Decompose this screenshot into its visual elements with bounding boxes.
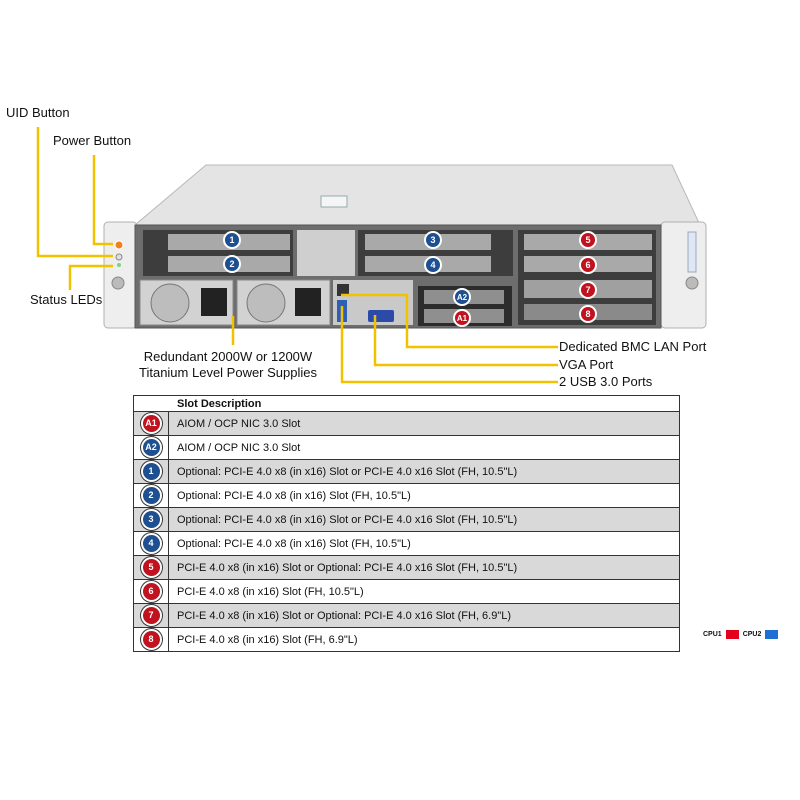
slot-badge-cell: 8	[133, 627, 169, 652]
uid-button-callout: UID Button	[6, 105, 70, 120]
callout-lines	[36, 127, 558, 384]
chassis-badge-label: 5	[585, 235, 590, 245]
slot-description: PCI-E 4.0 x8 (in x16) Slot (FH, 6.9"L)	[168, 627, 680, 652]
chassis-badge-label: A2	[457, 293, 468, 302]
slot-badge-cell: A1	[133, 411, 169, 436]
slot-description: PCI-E 4.0 x8 (in x16) Slot or Optional: …	[168, 603, 680, 628]
slot-badge-cell: 2	[133, 483, 169, 508]
right-rack-ear	[660, 221, 707, 329]
usb-callout: 2 USB 3.0 Ports	[559, 374, 653, 389]
chassis-badge-label: 7	[585, 285, 590, 295]
chassis-badge-label: 4	[430, 260, 435, 270]
slot-description: Optional: PCI-E 4.0 x8 (in x16) Slot or …	[168, 459, 680, 484]
slot-badge-icon: 4	[140, 533, 162, 554]
table-header: Slot Description	[133, 395, 680, 412]
table-row: A2 AIOM / OCP NIC 3.0 Slot	[133, 435, 680, 460]
slot-badge-icon: 7	[140, 605, 162, 626]
vent-center	[297, 230, 355, 276]
slot-badge-cell: 5	[133, 555, 169, 580]
slot-description: Optional: PCI-E 4.0 x8 (in x16) Slot or …	[168, 507, 680, 532]
chassis-badge-6-icon	[579, 256, 597, 274]
slot-badge-cell: 7	[133, 603, 169, 628]
slot-badge-cell: 6	[133, 579, 169, 604]
vga-port	[368, 310, 394, 322]
power-button-icon	[115, 253, 123, 261]
left-rack-ear	[103, 221, 138, 329]
table-row: 8 PCI-E 4.0 x8 (in x16) Slot (FH, 6.9"L)	[133, 627, 680, 652]
table-row: 1 Optional: PCI-E 4.0 x8 (in x16) Slot or…	[133, 459, 680, 484]
table-row: A1 AIOM / OCP NIC 3.0 Slot	[133, 411, 680, 436]
slot-badge-icon: 8	[140, 629, 162, 650]
chassis-badge-label: 6	[585, 260, 590, 270]
slot-badge-icon: 1	[140, 461, 162, 482]
slot-badge-icon: 6	[140, 581, 162, 602]
slot-badge-cell: A2	[133, 435, 169, 460]
chassis-badge-label: 1	[229, 235, 234, 245]
status-leds-callout: Status LEDs	[30, 292, 103, 307]
chassis-badges: 1 2 3 4 5 6 7 8A1 A2	[223, 231, 597, 327]
legend-cpu2-swatch	[765, 630, 779, 639]
slot-description: AIOM / OCP NIC 3.0 Slot	[168, 435, 680, 460]
chassis-badge-1-icon	[223, 231, 241, 249]
power-button-callout: Power Button	[53, 133, 132, 148]
table-row: 5 PCI-E 4.0 x8 (in x16) Slot or Optional:…	[133, 555, 680, 580]
status-led-icon	[117, 263, 121, 267]
slot-description: PCI-E 4.0 x8 (in x16) Slot or Optional: …	[168, 555, 680, 580]
chassis-badge-7-icon	[579, 281, 597, 299]
chassis-badge-label: 8	[585, 309, 590, 319]
left-ear-screw	[111, 276, 125, 290]
cpu-legend: CPU1 CPU2	[703, 630, 782, 639]
table-header-row: Slot Description	[133, 395, 680, 412]
bmc-lan-callout: Dedicated BMC LAN Port	[559, 339, 707, 354]
brand-label	[687, 231, 697, 273]
slot-badge-cell: 3	[133, 507, 169, 532]
slot-badge-icon: A1	[140, 413, 162, 434]
chassis-badge-label: 3	[430, 235, 435, 245]
vga-callout: VGA Port	[559, 357, 614, 372]
slot-description: AIOM / OCP NIC 3.0 Slot	[168, 411, 680, 436]
chassis-badge-3-icon	[424, 231, 442, 249]
legend-cpu1-label: CPU1	[703, 631, 722, 638]
slot-badge-cell: 4	[133, 531, 169, 556]
chassis-badge-8-icon	[579, 305, 597, 323]
table-row: 2 Optional: PCI-E 4.0 x8 (in x16) Slot (F…	[133, 483, 680, 508]
slot-badge-icon: A2	[140, 437, 162, 458]
table-row: 6 PCI-E 4.0 x8 (in x16) Slot (FH, 10.5"L)	[133, 579, 680, 604]
slot-badge-cell: 1	[133, 459, 169, 484]
psu-callout-line1: Redundant 2000W or 1200W	[143, 349, 313, 364]
top-label-sticker	[320, 195, 348, 208]
table-row: 3 Optional: PCI-E 4.0 x8 (in x16) Slot or…	[133, 507, 680, 532]
chassis-badge-label: 2	[229, 259, 234, 269]
legend-cpu2-label: CPU2	[742, 631, 762, 638]
right-ear-screw	[685, 276, 699, 290]
slot-badge-icon: 3	[140, 509, 162, 530]
psu-callout: Redundant 2000W or 1200W Titanium Level …	[128, 349, 328, 381]
legend-cpu1-swatch	[725, 630, 739, 639]
chassis-badge-label: A1	[457, 314, 468, 323]
slot-description: PCI-E 4.0 x8 (in x16) Slot (FH, 10.5"L)	[168, 579, 680, 604]
chassis-badge-4-icon	[424, 256, 442, 274]
chassis-badge-a2-icon	[453, 288, 471, 306]
slot-description: Optional: PCI-E 4.0 x8 (in x16) Slot (FH…	[168, 483, 680, 508]
chassis-badge-2-icon	[223, 255, 241, 273]
chassis-top	[133, 164, 701, 226]
chassis-badge-5-icon	[579, 231, 597, 249]
psu-callout-line2: Titanium Level Power Supplies	[139, 365, 317, 380]
table-row: 4 Optional: PCI-E 4.0 x8 (in x16) Slot (F…	[133, 531, 680, 556]
chassis-badge-a1-icon	[453, 309, 471, 327]
table-row: 7 PCI-E 4.0 x8 (in x16) Slot or Optional:…	[133, 603, 680, 628]
lan-port	[337, 284, 349, 296]
uid-button-icon	[114, 240, 124, 250]
slot-badge-icon: 2	[140, 485, 162, 506]
slot-badge-icon: 5	[140, 557, 162, 578]
slot-description: Optional: PCI-E 4.0 x8 (in x16) Slot (FH…	[168, 531, 680, 556]
